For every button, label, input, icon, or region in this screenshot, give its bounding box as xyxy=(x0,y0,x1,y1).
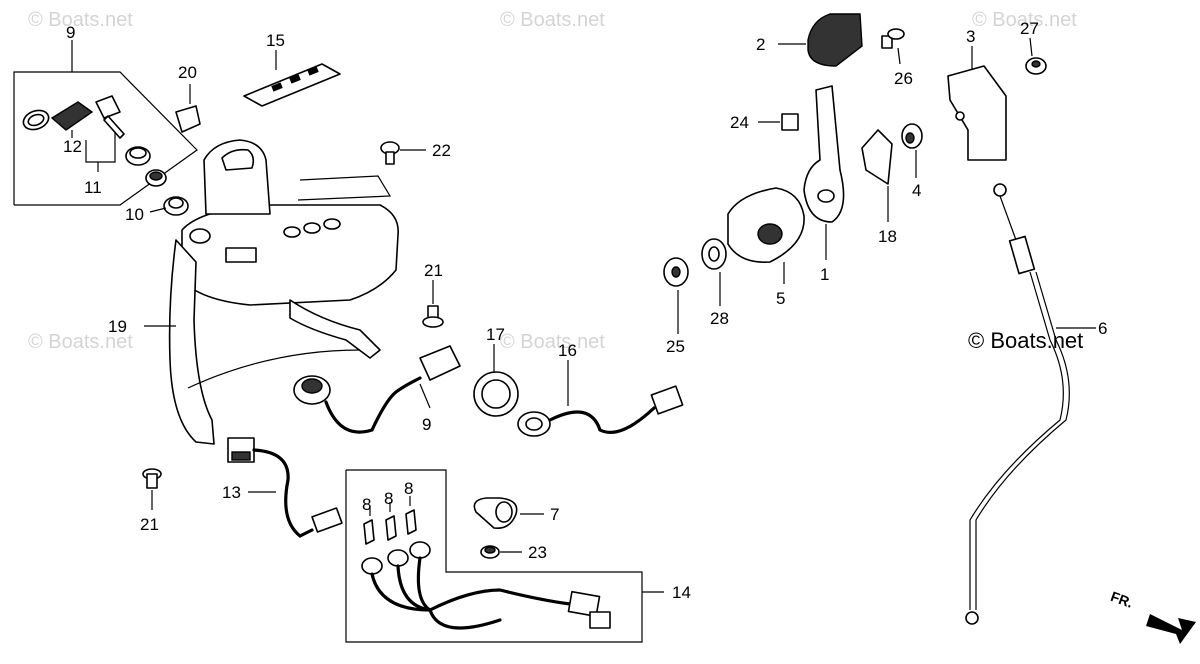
washer-25-part xyxy=(663,257,689,334)
hex-nut-part xyxy=(1025,37,1047,75)
watermark-mid-left: © Boats.net xyxy=(28,331,133,353)
screw-part xyxy=(380,141,426,165)
callout-21-lower: 21 xyxy=(140,515,159,534)
callout-23: 23 xyxy=(528,543,547,562)
callout-8-middle: 8 xyxy=(384,489,393,508)
callout-9-key-kit: 9 xyxy=(66,23,75,42)
callout-12: 12 xyxy=(63,137,82,156)
front-direction-arrow xyxy=(1146,614,1196,644)
callout-13: 13 xyxy=(222,483,241,502)
lamp-harness-group xyxy=(345,469,664,643)
callout-3: 3 xyxy=(966,27,975,46)
callout-4: 4 xyxy=(912,181,921,200)
collar-part xyxy=(901,123,923,178)
callout-10: 10 xyxy=(125,205,144,224)
callout-17: 17 xyxy=(486,325,505,344)
callout-1: 1 xyxy=(820,265,829,284)
throttle-cable-part xyxy=(965,183,1096,625)
front-direction-label: FR. xyxy=(1109,588,1136,611)
bracket-18-part xyxy=(861,129,893,222)
callout-18: 18 xyxy=(878,227,897,246)
key-kit-group xyxy=(13,40,198,206)
callout-20: 20 xyxy=(178,63,197,82)
square-nut-part xyxy=(758,113,799,131)
callout-19: 19 xyxy=(108,317,127,336)
harness-16-part xyxy=(517,360,684,437)
callout-6: 6 xyxy=(1098,319,1107,338)
screw-part-upper xyxy=(422,280,444,328)
callout-25: 25 xyxy=(666,337,685,356)
callout-16: 16 xyxy=(558,341,577,360)
callout-7: 7 xyxy=(550,505,559,524)
harness-13-part xyxy=(227,437,343,538)
clip-part xyxy=(175,84,201,133)
remote-control-box xyxy=(144,139,399,445)
watermark-mid-center: © Boats.net xyxy=(500,331,605,353)
callout-8-left: 8 xyxy=(362,495,371,514)
cable-clamp-part xyxy=(473,497,544,530)
cam-plate-part xyxy=(727,187,805,284)
callout-2: 2 xyxy=(756,35,765,54)
bolt-26-part xyxy=(881,28,905,65)
label-plate-part xyxy=(243,50,341,107)
callout-21-upper: 21 xyxy=(424,261,443,280)
callout-14: 14 xyxy=(672,583,691,602)
callout-24: 24 xyxy=(730,113,749,132)
watermark-top-right: © Boats.net xyxy=(972,9,1077,31)
watermark-top-left: © Boats.net xyxy=(28,9,133,31)
grommet-17-part xyxy=(473,344,519,417)
cable-bracket-part xyxy=(947,46,1007,161)
small-grommet-part xyxy=(480,545,522,559)
callout-22: 22 xyxy=(432,141,451,160)
callout-27: 27 xyxy=(1020,19,1039,38)
knob-grip-part xyxy=(778,13,863,67)
callout-5: 5 xyxy=(776,289,785,308)
callout-9-switch: 9 xyxy=(422,415,431,434)
watermark-main: © Boats.net xyxy=(968,328,1083,353)
watermark-top-center: © Boats.net xyxy=(500,9,605,31)
callout-15: 15 xyxy=(266,31,285,50)
lever-part xyxy=(803,85,845,260)
callout-26: 26 xyxy=(894,69,913,88)
callout-8-right: 8 xyxy=(404,479,413,498)
grommet-part xyxy=(149,196,189,216)
washer-28-part xyxy=(701,238,727,306)
callout-11: 11 xyxy=(84,178,102,197)
screw-part-lower xyxy=(142,468,162,510)
callout-28: 28 xyxy=(710,309,729,328)
switch-harness-part xyxy=(293,345,461,434)
